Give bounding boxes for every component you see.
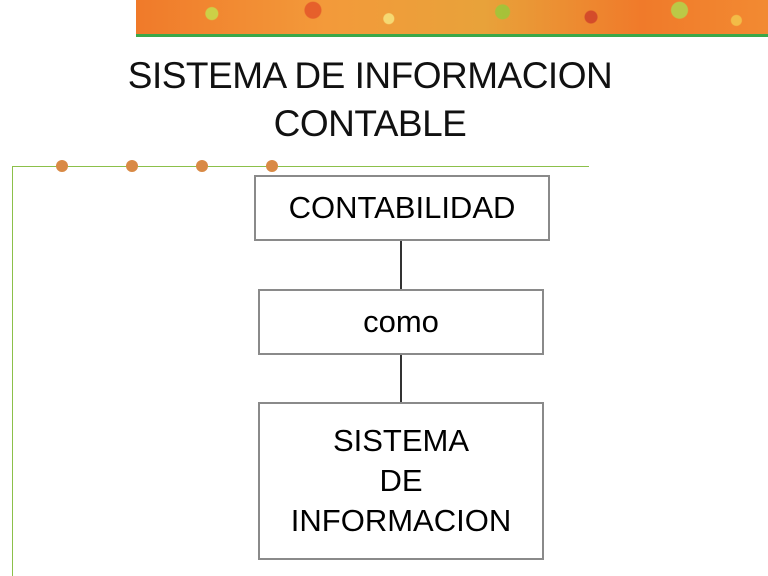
- horizontal-rule: [12, 166, 589, 167]
- decorative-banner: [136, 0, 768, 34]
- banner-underline: [136, 34, 768, 37]
- node-label-line: INFORMACION: [290, 503, 512, 538]
- node-contabilidad: CONTABILIDAD: [254, 175, 550, 241]
- node-label-line: SISTEMA: [332, 423, 470, 458]
- node-label-line: DE: [379, 463, 423, 498]
- bullet-dot-icon: [126, 160, 138, 172]
- bullet-dot-icon: [196, 160, 208, 172]
- node-label: como: [363, 304, 439, 339]
- banner-pattern: [136, 0, 768, 34]
- edge-como-sistema: [400, 355, 402, 402]
- node-label: CONTABILIDAD: [288, 190, 516, 225]
- vertical-rule: [12, 166, 13, 576]
- title-line-2: CONTABLE: [273, 103, 467, 144]
- bullet-dot-icon: [266, 160, 278, 172]
- title-line-1: SISTEMA DE INFORMACION: [127, 55, 613, 96]
- bullet-dot-icon: [56, 160, 68, 172]
- node-sistema-de-informacion: SISTEMA DE INFORMACION: [258, 402, 544, 560]
- slide-title: SISTEMA DE INFORMACION CONTABLE: [80, 52, 660, 148]
- edge-contabilidad-como: [400, 241, 402, 289]
- node-como: como: [258, 289, 544, 355]
